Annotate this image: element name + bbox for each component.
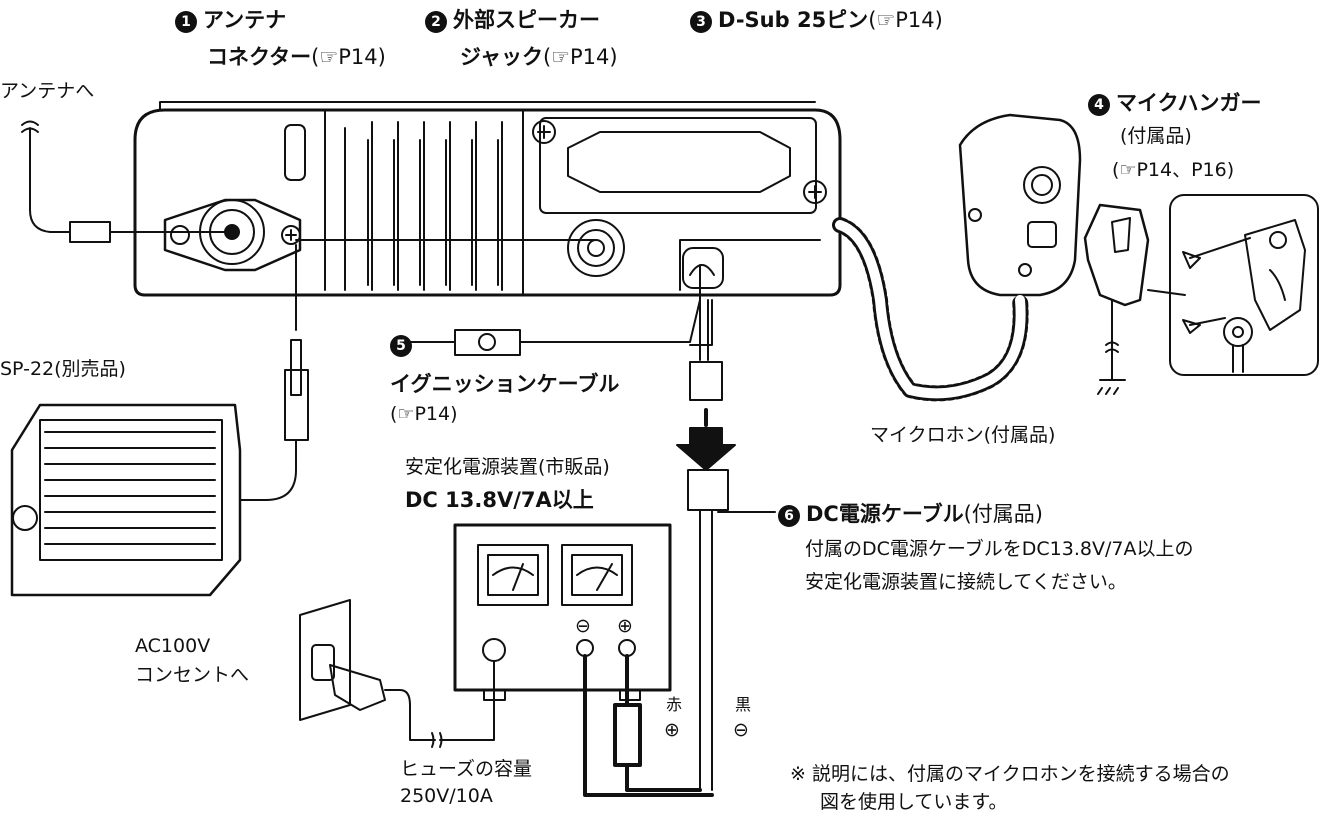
antenna-cable	[29, 127, 233, 243]
psu-title: 安定化電源装置(市販品)	[405, 456, 610, 478]
fuse-label-2: 250V/10A	[400, 785, 493, 807]
note-line-2: 図を使用しています。	[820, 791, 1008, 813]
speaker-plug	[239, 239, 597, 501]
mic-hanger	[1083, 194, 1319, 395]
black-minus-symbol: ⊖	[733, 719, 749, 741]
callout-1-line2: コネクター(☞P14)	[207, 45, 386, 69]
ac-label-2: コンセントへ	[135, 664, 250, 686]
callout-4-sub: (付属品)	[1120, 125, 1192, 147]
callout-5-title: イグニッションケーブル	[390, 372, 620, 396]
dc-power-cable	[687, 469, 776, 791]
callout-2-line2: ジャック(☞P14)	[460, 45, 618, 69]
sp22-speaker	[10, 403, 242, 597]
callout-6-desc2: 安定化電源装置に接続してください。	[805, 571, 1127, 593]
callout-6-desc1: 付属のDC電源ケーブルをDC13.8V/7A以上の	[805, 538, 1194, 560]
microphone	[958, 113, 1082, 297]
badge-3: 3	[690, 11, 712, 33]
badge-5: 5	[390, 335, 412, 357]
radio-rear-panel	[133, 101, 842, 297]
red-plus-symbol: ⊕	[664, 719, 680, 741]
microphone-label: マイクロホン(付属品)	[870, 424, 1056, 446]
antenna-direction-label: アンテナへ	[0, 80, 95, 102]
callout-5-ref: (☞P14)	[390, 403, 458, 425]
callout-5-badge: 5	[390, 330, 418, 358]
fuse-label-1: ヒューズの容量	[400, 758, 533, 780]
callout-4-ref: (☞P14、P16)	[1112, 159, 1235, 181]
badge-6: 6	[778, 505, 800, 527]
badge-1: 1	[175, 11, 197, 33]
badge-4: 4	[1088, 94, 1110, 116]
dc-connector	[689, 299, 723, 401]
psu-unit	[453, 523, 672, 701]
psu-plus-symbol: ⊕	[617, 615, 633, 637]
ac-label-1: AC100V	[135, 635, 211, 657]
psu-minus-symbol: ⊖	[575, 615, 591, 637]
badge-2: 2	[425, 11, 447, 33]
red-label: 赤	[666, 695, 683, 714]
note-line-1: ※ 説明には、付属のマイクロホンを接続する場合の	[790, 763, 1230, 785]
psu-spec: DC 13.8V/7A以上	[405, 488, 594, 512]
speaker-label: SP-22(別売品)	[0, 358, 126, 380]
ac-outlet	[299, 599, 495, 748]
black-label: 黒	[735, 695, 752, 714]
ignition-cable	[394, 264, 713, 356]
